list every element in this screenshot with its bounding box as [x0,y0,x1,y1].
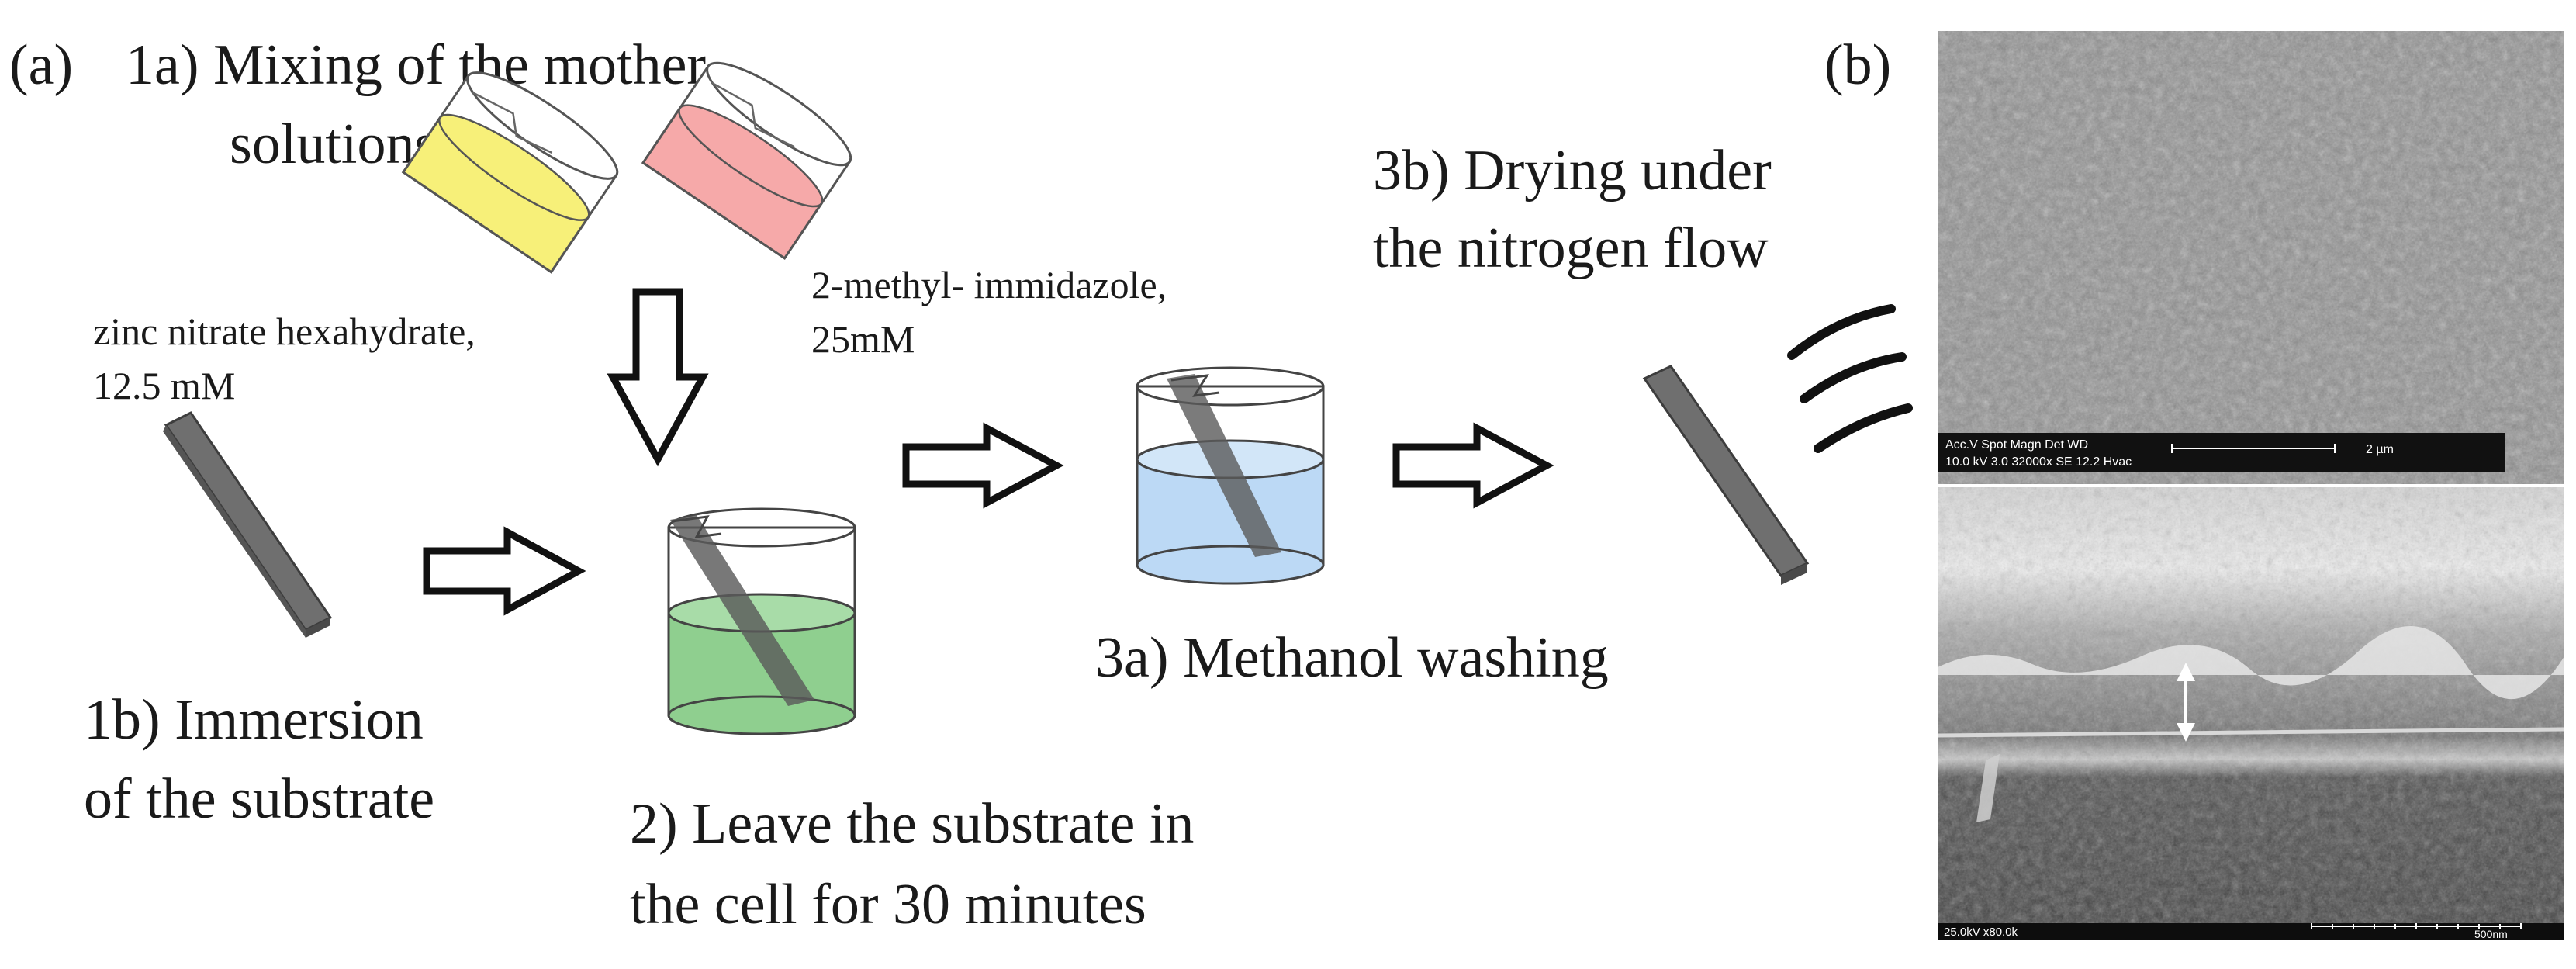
sem-bottom-scale-label: 500nm [2474,928,2508,940]
sem-bottom-scale-bar [2311,923,2522,929]
right-arrow-icon [1392,422,1554,509]
step-1a-line1: 1a) Mixing of the mother [126,33,706,97]
reagent-zinc-line1: zinc nitrate hexahydrate, [93,310,475,353]
sem-cross-section-image: 25.0kV x80.0k 500nm [1937,487,2565,940]
sem-bottom-left-label: 25.0kV x80.0k [1944,926,2018,939]
right-arrow-icon [902,422,1064,509]
methyl-solution-beaker [641,61,852,260]
reagent-methyl-line1: 2-methyl- immidazole, [811,263,1167,306]
step-1b-line1: 1b) Immersion [84,688,424,752]
reagent-methyl-line2: 25mM [811,317,915,361]
reagent-zinc-line2: 12.5 mM [93,364,235,407]
step-1a-line2: solutions [230,112,437,176]
growth-cell [667,507,856,735]
nitrogen-flow-icon [1787,304,1913,453]
step-3b-line2: the nitrogen flow [1373,216,1769,280]
step-2-line2: the cell for 30 minutes [630,873,1146,936]
sem-top-bar-line1: Acc.V Spot Magn Det WD [1945,438,2088,452]
substrate-in-methanol [1167,374,1281,557]
down-arrow-icon [607,288,709,467]
panel-b-label: (b) [1824,33,1891,97]
sem-bottom-info-bar [1938,923,2564,940]
panel-a: (a) 1a) Mixing of the mother solutions z… [9,33,1913,936]
right-arrow-icon [423,526,586,616]
panel-b: (b) Acc.V Spot Magn Det WD 10.0 kV 3.0 3… [1824,31,2565,940]
dried-substrate [1642,365,1810,585]
sem-top-view-image: Acc.V Spot Magn Det WD 10.0 kV 3.0 32000… [1938,31,2564,484]
bare-substrate [163,411,333,638]
step-2-line1: 2) Leave the substrate in [630,792,1194,856]
step-3b-line1: 3b) Drying under [1373,139,1772,202]
panel-a-label: (a) [9,33,73,97]
sem-top-info-bar [1938,433,2505,472]
methanol-cell [1136,366,1325,585]
sem-top-bar-line2: 10.0 kV 3.0 32000x SE 12.2 Hvac [1945,455,2132,469]
step-3a-label: 3a) Methanol washing [1095,626,1609,690]
step-1b-line2: of the substrate [84,767,434,831]
zinc-solution-beaker [401,71,619,274]
substrate-in-cell [670,515,814,706]
sem-top-scale-label: 2 µm [2366,443,2394,456]
